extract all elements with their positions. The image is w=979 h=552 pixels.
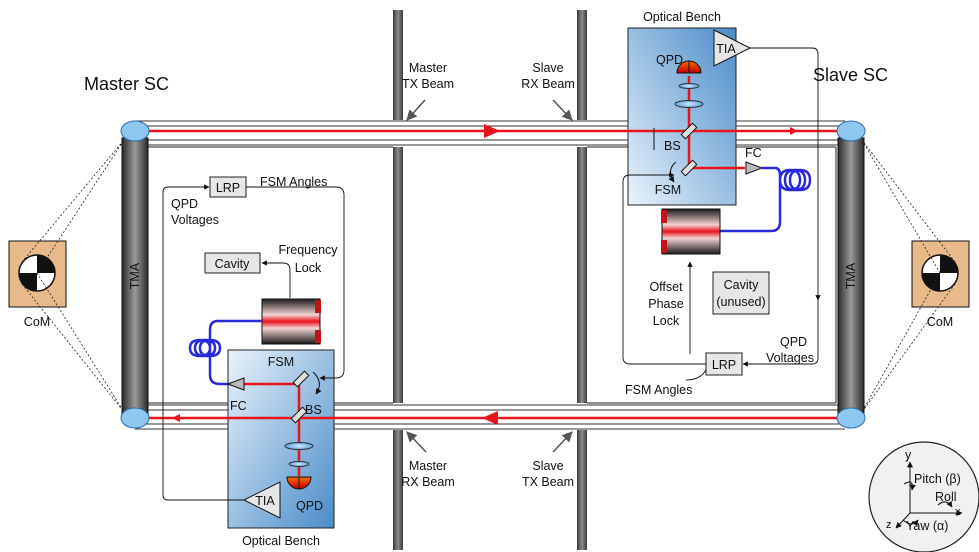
- axis-x-label: x: [955, 506, 961, 518]
- master-frequency-lock-line2: Lock: [295, 261, 322, 275]
- master-optical-bench-label: Optical Bench: [242, 534, 320, 548]
- slave-lrp-label: LRP: [712, 358, 736, 372]
- master-qpd-voltages-line1: QPD: [171, 197, 198, 211]
- slave-sc-title: Slave SC: [813, 65, 888, 85]
- master-tia-label: TIA: [255, 494, 275, 508]
- slave-qpd-voltages-line1: QPD: [780, 335, 807, 349]
- master-tia: [242, 481, 281, 519]
- slave-cavity-box: [712, 271, 770, 315]
- master-lrp-label: LRP: [216, 181, 240, 195]
- axis-z-label: z: [886, 519, 892, 531]
- master-fc: [226, 377, 245, 391]
- slave-fsm-rotation-icon: [668, 161, 677, 183]
- slave-lens-1: [678, 83, 700, 89]
- master-cavity-box: [204, 252, 261, 274]
- top-beam-arrow-small: [790, 127, 798, 135]
- bottom-beam-arrow-small: [172, 414, 180, 422]
- slave-fsm-label: FSM: [655, 183, 681, 197]
- axis-yaw-label: Yaw (α): [906, 519, 948, 533]
- slave-cavity-line1: Cavity: [724, 278, 759, 292]
- slave-tia: [713, 29, 752, 67]
- svg-text:TX Beam: TX Beam: [522, 475, 574, 489]
- svg-text:Master: Master: [409, 459, 447, 473]
- slave-tia-label: TIA: [716, 42, 736, 56]
- slave-rx-beam-label: Slave RX Beam: [521, 61, 575, 121]
- axis-pitch-label: Pitch (β): [914, 472, 961, 486]
- master-cavity-label: Cavity: [215, 257, 250, 271]
- slave-tma-label: TMA: [844, 262, 858, 289]
- master-tma-label: TMA: [128, 262, 142, 289]
- master-tx-beam-label: Master TX Beam: [402, 61, 454, 121]
- master-fiber: [188, 319, 262, 386]
- slave-com-label: CoM: [927, 315, 953, 329]
- wall-right: [577, 10, 587, 550]
- svg-text:Slave: Slave: [532, 61, 563, 75]
- slave-tma: TMA: [836, 120, 866, 429]
- master-internal-beam: [244, 382, 301, 476]
- slave-cavity-line2: (unused): [716, 295, 765, 309]
- master-fsm-angles-label: FSM Angles: [260, 175, 327, 189]
- master-fc-label: FC: [230, 399, 247, 413]
- svg-text:TX Beam: TX Beam: [402, 77, 454, 91]
- slave-qpd-voltages-line2: Voltages: [766, 351, 814, 365]
- master-signal-lines: [162, 184, 345, 501]
- master-sc-title: Master SC: [84, 74, 169, 94]
- slave-internal-beam: [687, 76, 745, 170]
- svg-text:Slave: Slave: [532, 459, 563, 473]
- master-bs: [290, 406, 308, 424]
- master-qpd-label: QPD: [296, 499, 323, 513]
- slave-fc-label: FC: [745, 146, 762, 160]
- axis-roll-label: Roll: [935, 490, 957, 504]
- svg-text:Master: Master: [409, 61, 447, 75]
- master-lens-2: [288, 461, 310, 467]
- slave-com: CoM: [861, 139, 970, 413]
- bottom-beam-arrow: [482, 411, 498, 425]
- axes-diagram: y Pitch (β) Roll x z Yaw (α): [868, 441, 979, 552]
- master-com: CoM: [8, 139, 125, 413]
- master-optical-bench: [227, 349, 335, 529]
- slave-offset-phase-lock-line3: Lock: [653, 314, 680, 328]
- slave-signal-lines: [622, 47, 821, 381]
- slave-offset-phase-lock-line2: Phase: [648, 297, 683, 311]
- svg-text:RX Beam: RX Beam: [401, 475, 455, 489]
- slave-bs: [680, 122, 698, 140]
- master-fsm-mirror: [292, 370, 310, 388]
- master-rx-beam-label: Master RX Beam: [401, 431, 455, 489]
- master-frequency-lock-line1: Frequency: [278, 243, 338, 257]
- axis-y-label: y: [905, 448, 912, 462]
- master-lens-1: [284, 442, 314, 450]
- top-beam-arrow: [484, 124, 500, 138]
- slave-bs-label: BS: [664, 139, 681, 153]
- slave-fiber: [720, 166, 812, 233]
- slave-lens-2: [674, 100, 704, 108]
- slave-fsm-mirror: [680, 159, 698, 177]
- wall-left: [393, 10, 403, 550]
- slave-fsm-angles-label: FSM Angles: [625, 383, 692, 397]
- master-laser: [261, 298, 321, 345]
- slave-qpd-label: QPD: [656, 53, 683, 67]
- slave-laser: [661, 208, 721, 255]
- master-com-label: CoM: [24, 315, 50, 329]
- slave-offset-phase-lock-line1: Offset: [649, 280, 683, 294]
- master-bs-label: BS: [305, 403, 322, 417]
- slave-optical-bench-label: Optical Bench: [643, 10, 721, 24]
- master-tma: TMA: [120, 120, 150, 429]
- master-fsm-label: FSM: [268, 355, 294, 369]
- master-fsm-rotation-icon: [312, 371, 322, 395]
- master-qpd-voltages-line2: Voltages: [171, 213, 219, 227]
- slave-tx-beam-label: Slave TX Beam: [522, 431, 574, 489]
- slave-fc: [745, 161, 764, 175]
- svg-text:RX Beam: RX Beam: [521, 77, 575, 91]
